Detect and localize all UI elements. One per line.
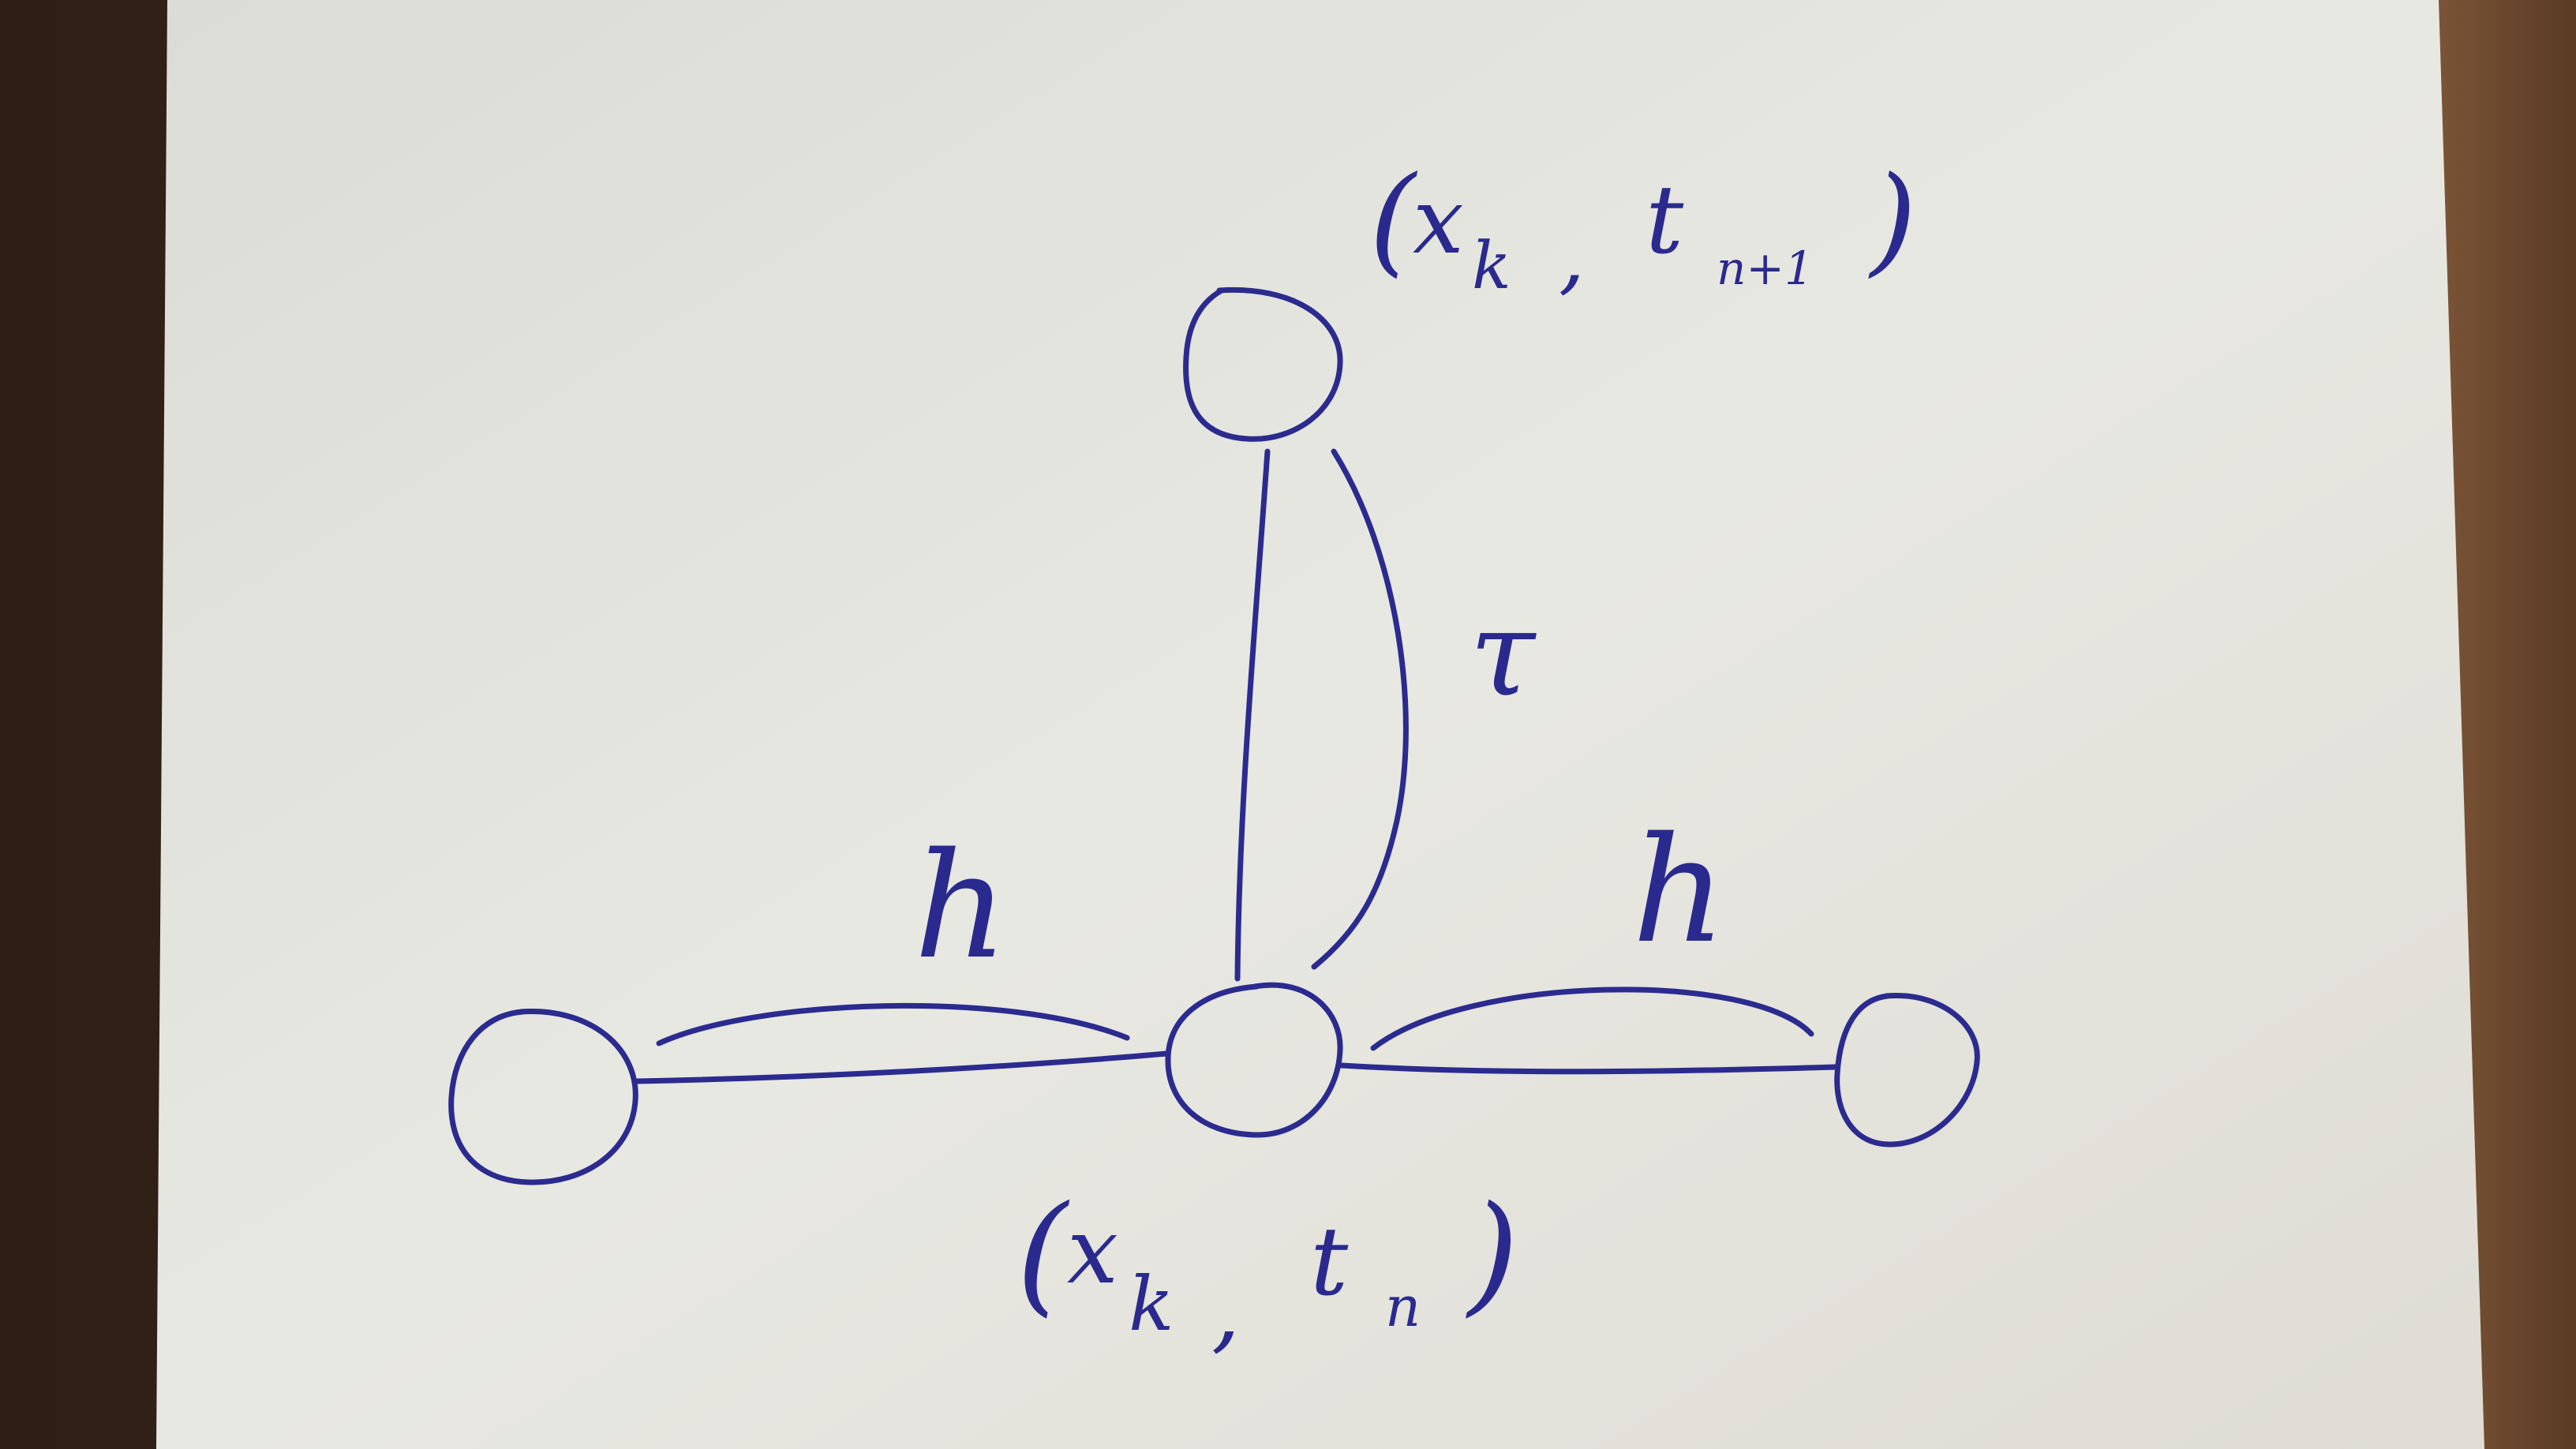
edge-left <box>635 1050 1170 1084</box>
tau-arc <box>1311 448 1409 970</box>
node-left <box>448 1009 638 1185</box>
var-x: x <box>1067 1199 1118 1305</box>
paren-open: ( <box>1369 152 1418 289</box>
paren-close: ) <box>1466 1178 1518 1329</box>
label-h-right: h <box>1632 805 1726 975</box>
node-right <box>1834 992 1980 1148</box>
sub-n-plus-1: n+1 <box>1717 242 1814 295</box>
paren-open: ( <box>1017 1178 1070 1329</box>
label-top-coordinates: ( x k , t n+1 ) <box>1369 152 1917 304</box>
var-t: t <box>1646 166 1684 275</box>
var-t: t <box>1310 1208 1349 1317</box>
node-center <box>1165 982 1343 1138</box>
comma: , <box>1559 208 1585 304</box>
h-left-arc <box>656 1002 1130 1046</box>
label-h-left: h <box>914 821 1008 991</box>
sub-k: k <box>1472 229 1511 304</box>
comma: , <box>1211 1258 1241 1364</box>
node-top <box>1183 286 1343 442</box>
edge-right <box>1339 1062 1838 1075</box>
h-right-arc <box>1370 987 1814 1051</box>
paren-close: ) <box>1868 152 1917 289</box>
sub-k: k <box>1129 1261 1174 1348</box>
label-tau: τ <box>1470 586 1537 723</box>
edge-vertical <box>1234 448 1271 982</box>
sub-n: n <box>1385 1275 1421 1339</box>
paper-sheet <box>156 0 2484 1449</box>
label-center-coordinates: ( x k , t n ) <box>1017 1178 1518 1364</box>
var-x: x <box>1413 169 1464 275</box>
